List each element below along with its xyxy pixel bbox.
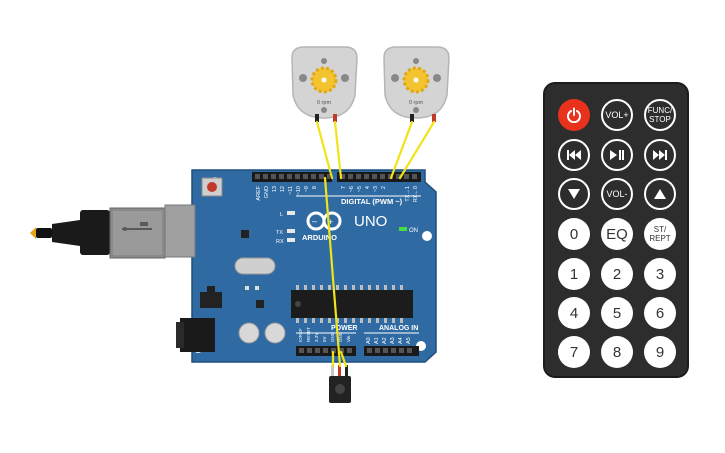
motor-1-speed: 0 rpm: [317, 100, 331, 106]
led-rx-label: RX: [276, 239, 284, 245]
skip-back-icon: [566, 149, 582, 161]
power-pin-label: IOREF: [298, 328, 303, 342]
power-icon: [566, 107, 582, 123]
arduino-board: – + DIGITAL (PWM ~) UNO ARDUINO ON L TX …: [164, 169, 437, 363]
remote-button-next[interactable]: [644, 139, 676, 171]
led-tx-label: TX: [276, 230, 283, 236]
board-brand: ARDUINO: [302, 233, 337, 242]
remote-button-label: 1: [569, 265, 579, 283]
power-pin-label: 3.3V: [314, 333, 319, 342]
remote-button-label: 0: [569, 225, 579, 243]
remote-button-7[interactable]: 7: [558, 336, 590, 368]
remote-button-9[interactable]: 9: [644, 336, 676, 368]
remote-button-prev[interactable]: [558, 139, 590, 171]
on-label: ON: [409, 228, 418, 234]
digital-pin-label: ~9: [304, 186, 310, 192]
analog-pin-label: A2: [382, 337, 388, 344]
remote-button-play-pause[interactable]: [601, 139, 633, 171]
dc-motor-2[interactable]: 0 rpm: [383, 46, 450, 122]
power-header-label: POWER: [331, 325, 357, 332]
digital-pin-label: AREF: [256, 185, 262, 200]
skip-forward-icon: [652, 149, 668, 161]
remote-button-up[interactable]: [644, 178, 676, 210]
remote-button-func-stop[interactable]: FUNC/ STOP: [644, 99, 676, 131]
remote-button-power[interactable]: [558, 99, 590, 131]
led-l-label: L: [280, 212, 283, 218]
remote-button-vol-up[interactable]: VOL+: [601, 99, 633, 131]
dc-motor-1[interactable]: 0 rpm: [291, 46, 358, 122]
analog-pin-label: A4: [398, 337, 404, 344]
svg-text:–: –: [312, 216, 317, 226]
digital-pin-label: 4: [365, 186, 371, 189]
reset-button[interactable]: [207, 182, 217, 192]
gear-icon: [310, 66, 338, 94]
remote-button-4[interactable]: 4: [558, 297, 590, 329]
digital-pin-label: ~3: [373, 186, 379, 192]
digital-pin-label: TX→1: [405, 186, 411, 202]
remote-button-eq[interactable]: EQ: [601, 218, 633, 250]
remote-button-6[interactable]: 6: [644, 297, 676, 329]
remote-button-label: 6: [655, 304, 665, 322]
remote-button-st-rept[interactable]: ST/ REPT: [644, 218, 676, 250]
digital-pin-label: RX←0: [413, 186, 419, 202]
remote-button-label: VOL+: [605, 109, 629, 120]
remote-button-label: 9: [655, 343, 665, 361]
digital-pin-label: ~10: [296, 186, 302, 195]
digital-header-label: DIGITAL (PWM ~): [341, 197, 403, 206]
analog-pin-label: A3: [390, 337, 396, 344]
analog-pin-label: A5: [406, 337, 412, 344]
remote-button-label: VOL-: [606, 188, 628, 199]
remote-button-3[interactable]: 3: [644, 258, 676, 290]
digital-pin-label: ~5: [357, 186, 363, 192]
wires: [315, 120, 436, 368]
power-pin-label: GND: [330, 331, 335, 342]
gear-icon: [402, 66, 430, 94]
triangle-up-icon: [653, 188, 667, 200]
usb-cable: [30, 207, 166, 259]
motor-2-speed: 0 rpm: [409, 100, 423, 106]
digital-pin-label: 7: [341, 186, 347, 189]
triangle-down-icon: [567, 188, 581, 200]
analog-pin-label: A1: [374, 337, 380, 344]
remote-button-label: 8: [612, 343, 622, 361]
svg-text:+: +: [328, 217, 333, 227]
arduino-logo: [306, 211, 342, 231]
board-model: UNO: [354, 213, 387, 230]
ir-remote: VOL+ FUNC/ STOP VOL- 0 EQ ST/ REPT 1 2 3 4 5 6 7 8 9: [543, 82, 689, 378]
remote-button-5[interactable]: 5: [601, 297, 633, 329]
remote-button-label: 5: [612, 304, 622, 322]
digital-pin-label: GND: [264, 186, 270, 198]
remote-button-0[interactable]: 0: [558, 218, 590, 250]
digital-pin-label: 13: [272, 186, 278, 192]
digital-pin-label: 12: [280, 186, 286, 192]
remote-button-label: 2: [612, 265, 622, 283]
power-pin-label: GND: [338, 331, 343, 342]
remote-button-vol-down[interactable]: VOL-: [601, 178, 633, 210]
remote-button-down[interactable]: [558, 178, 590, 210]
power-pin-label: Vin: [346, 335, 351, 342]
analog-header-label: ANALOG IN: [379, 325, 418, 332]
remote-button-label: FUNC/ STOP: [647, 106, 673, 124]
digital-pin-label: 8: [312, 186, 318, 189]
remote-button-label: ST/ REPT: [649, 225, 671, 243]
digital-pin-label: ~6: [349, 186, 355, 192]
power-pin-label: 5V: [322, 336, 327, 342]
ir-receiver[interactable]: [329, 365, 351, 403]
remote-button-label: 4: [569, 304, 579, 322]
digital-pin-label: 2: [381, 186, 387, 189]
remote-button-label: 3: [655, 265, 665, 283]
remote-button-1[interactable]: 1: [558, 258, 590, 290]
remote-button-label: 7: [569, 343, 579, 361]
analog-pin-label: A0: [366, 337, 372, 344]
digital-pin-label: ~11: [288, 186, 294, 195]
remote-button-label: EQ: [606, 225, 628, 243]
remote-button-8[interactable]: 8: [601, 336, 633, 368]
power-pin-label: RESET: [306, 327, 311, 342]
remote-button-2[interactable]: 2: [601, 258, 633, 290]
play-pause-icon: [609, 149, 625, 161]
